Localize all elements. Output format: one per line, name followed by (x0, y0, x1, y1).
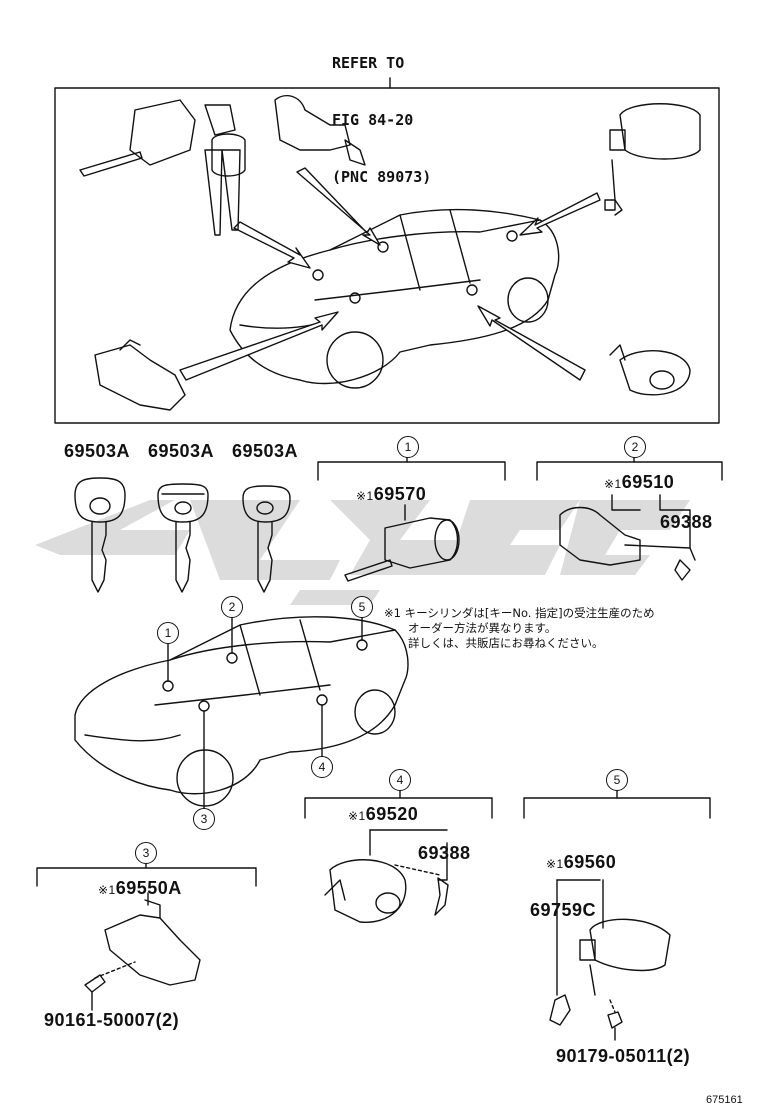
group-4-part-label: ※169520 (348, 804, 418, 825)
group-5-nut-part-number: 90179-05011(2) (556, 1046, 691, 1066)
frame-ignition-drawing (79, 99, 246, 236)
frame-door-lock-drawing (274, 94, 366, 166)
door-cylinder-drawing (324, 829, 449, 923)
refer-line-3: (PNC 89073) (332, 168, 432, 186)
illustration-id: 675161 (706, 1094, 743, 1106)
callout-2-top: 2 (624, 436, 646, 458)
group-2-part-label: ※169510 (604, 472, 674, 493)
footnote-line-1: ※1 キーシリンダは[キーNo. 指定]の受注生産のため (384, 606, 655, 620)
key-part-number-1: 69503A (64, 441, 131, 461)
refer-line-1: REFER TO (332, 54, 405, 72)
special-order-mark: ※1 (546, 857, 564, 871)
group-4-part-number: 69520 (365, 804, 419, 824)
special-order-mark: ※1 (604, 477, 622, 491)
frame-arrows (179, 167, 601, 381)
group-3-part-label: ※169550A (98, 878, 182, 899)
luggage-lock-drawing (559, 494, 696, 581)
group-5-part-label: ※169560 (546, 852, 616, 873)
group-1-part-label: ※169570 (356, 484, 426, 505)
frame-cylinder-drawing (604, 103, 701, 216)
group-5-part-number: 69560 (563, 852, 617, 872)
bracket-group-3 (36, 867, 257, 887)
callout-5-group: 5 (606, 769, 628, 791)
glovebox-lock-drawing (84, 892, 201, 1011)
callout-2-car: 2 (221, 596, 243, 618)
trunk-cylinder-drawing (549, 879, 671, 1041)
group-2-part-number: 69510 (621, 472, 675, 492)
footnote-line-2: オーダー方法が異なります。 (408, 621, 557, 635)
callout-4-group: 4 (389, 769, 411, 791)
bottom-car-drawing (74, 616, 409, 807)
callout-1-car: 1 (157, 622, 179, 644)
bracket-group-1 (317, 461, 506, 481)
key-2 (157, 483, 209, 593)
group-3-part-number: 69550A (115, 878, 182, 898)
key-part-number-3: 69503A (232, 441, 299, 461)
special-order-mark: ※1 (356, 489, 374, 503)
footnote-line-3: 詳しくは、共販店にお尋ねください。 (408, 636, 604, 650)
frame-door-cylinder-drawing (609, 344, 691, 396)
ignition-cylinder-drawing (344, 504, 460, 582)
callout-3-group: 3 (135, 842, 157, 864)
footnote: ※1 キーシリンダは[キーNo. 指定]の受注生産のため オーダー方法が異なりま… (384, 606, 655, 651)
reference-frame (54, 87, 720, 424)
callout-5-car: 5 (351, 596, 373, 618)
special-order-mark: ※1 (348, 809, 366, 823)
key-1 (74, 477, 126, 593)
frame-glovebox-lock-drawing (94, 339, 186, 411)
key-3 (242, 485, 291, 593)
bracket-group-5 (523, 797, 711, 819)
callout-4-car: 4 (311, 756, 333, 778)
key-part-number-2: 69503A (148, 441, 215, 461)
callout-3-car: 3 (193, 808, 215, 830)
callout-1-top: 1 (397, 436, 419, 458)
group-4-sub-part-number: 69388 (418, 843, 471, 863)
key-drawings (74, 477, 291, 593)
group-1-part-number: 69570 (373, 484, 427, 504)
group-5-sub-part-number: 69759C (530, 900, 597, 920)
bracket-group-2 (536, 461, 723, 481)
top-car-drawing (229, 208, 560, 389)
special-order-mark: ※1 (98, 883, 116, 897)
group-3-bolt-part-number: 90161-50007(2) (44, 1010, 180, 1030)
bracket-group-4 (304, 797, 493, 819)
group-2-sub-part-number: 69388 (660, 512, 713, 532)
